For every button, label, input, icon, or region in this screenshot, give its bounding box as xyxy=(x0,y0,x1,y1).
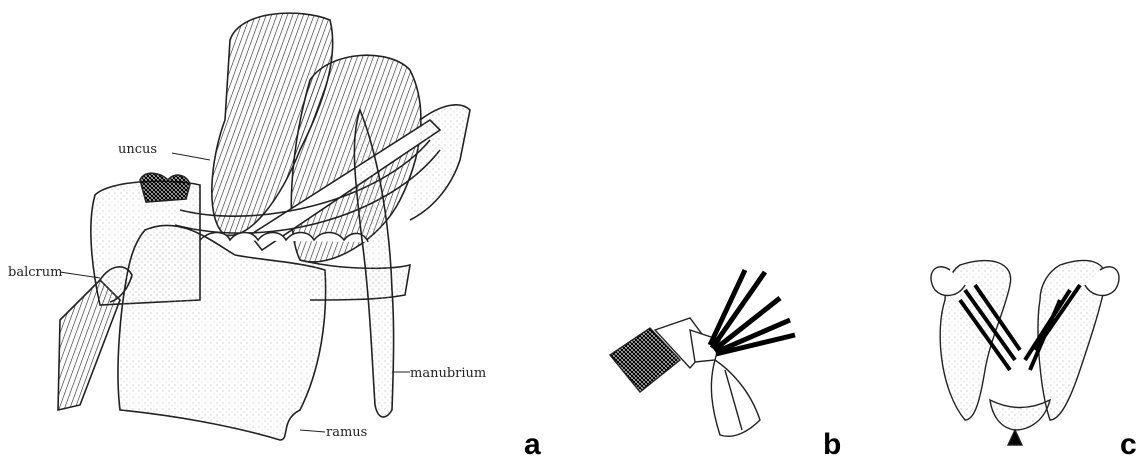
panel-letter-c: c xyxy=(1120,430,1137,460)
label-manubrium: manubrium xyxy=(410,366,486,381)
panel-letter-a: a xyxy=(524,430,541,460)
panel-c-drawing xyxy=(931,261,1119,445)
label-uncus: uncus xyxy=(118,142,157,157)
panel-b-drawing xyxy=(610,270,795,436)
panel-letter-b: b xyxy=(823,430,841,460)
label-ramus: ramus xyxy=(326,425,367,440)
stippled-plate xyxy=(118,225,326,440)
fan-spines xyxy=(710,270,795,354)
label-balcrum: balcrum xyxy=(8,265,62,280)
panel-a-drawing xyxy=(58,13,470,440)
